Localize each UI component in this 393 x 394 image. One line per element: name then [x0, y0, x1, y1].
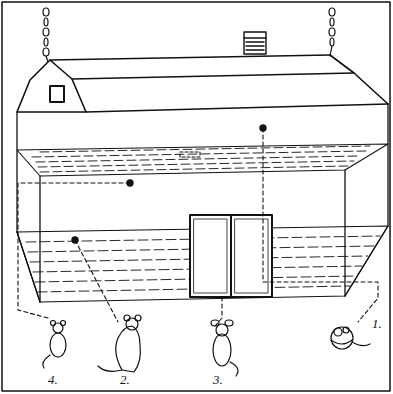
frame-border — [2, 2, 390, 391]
double-door — [190, 215, 272, 297]
callout-number: 2. — [120, 372, 130, 388]
walls — [17, 104, 388, 302]
gambrel-roof — [17, 55, 388, 112]
leader-lines — [18, 128, 378, 326]
upper-floor — [17, 144, 388, 176]
mouse-1 — [331, 327, 370, 349]
position-dots — [72, 125, 266, 243]
mouse-2 — [98, 315, 141, 372]
hanging-chains — [43, 8, 335, 62]
mouse-4 — [43, 321, 66, 369]
callout-number: 4. — [48, 372, 58, 388]
roof-vent — [244, 32, 266, 54]
callout-number: 1. — [372, 316, 382, 332]
callout-number: 3. — [213, 372, 223, 388]
mouse-3 — [211, 320, 238, 376]
